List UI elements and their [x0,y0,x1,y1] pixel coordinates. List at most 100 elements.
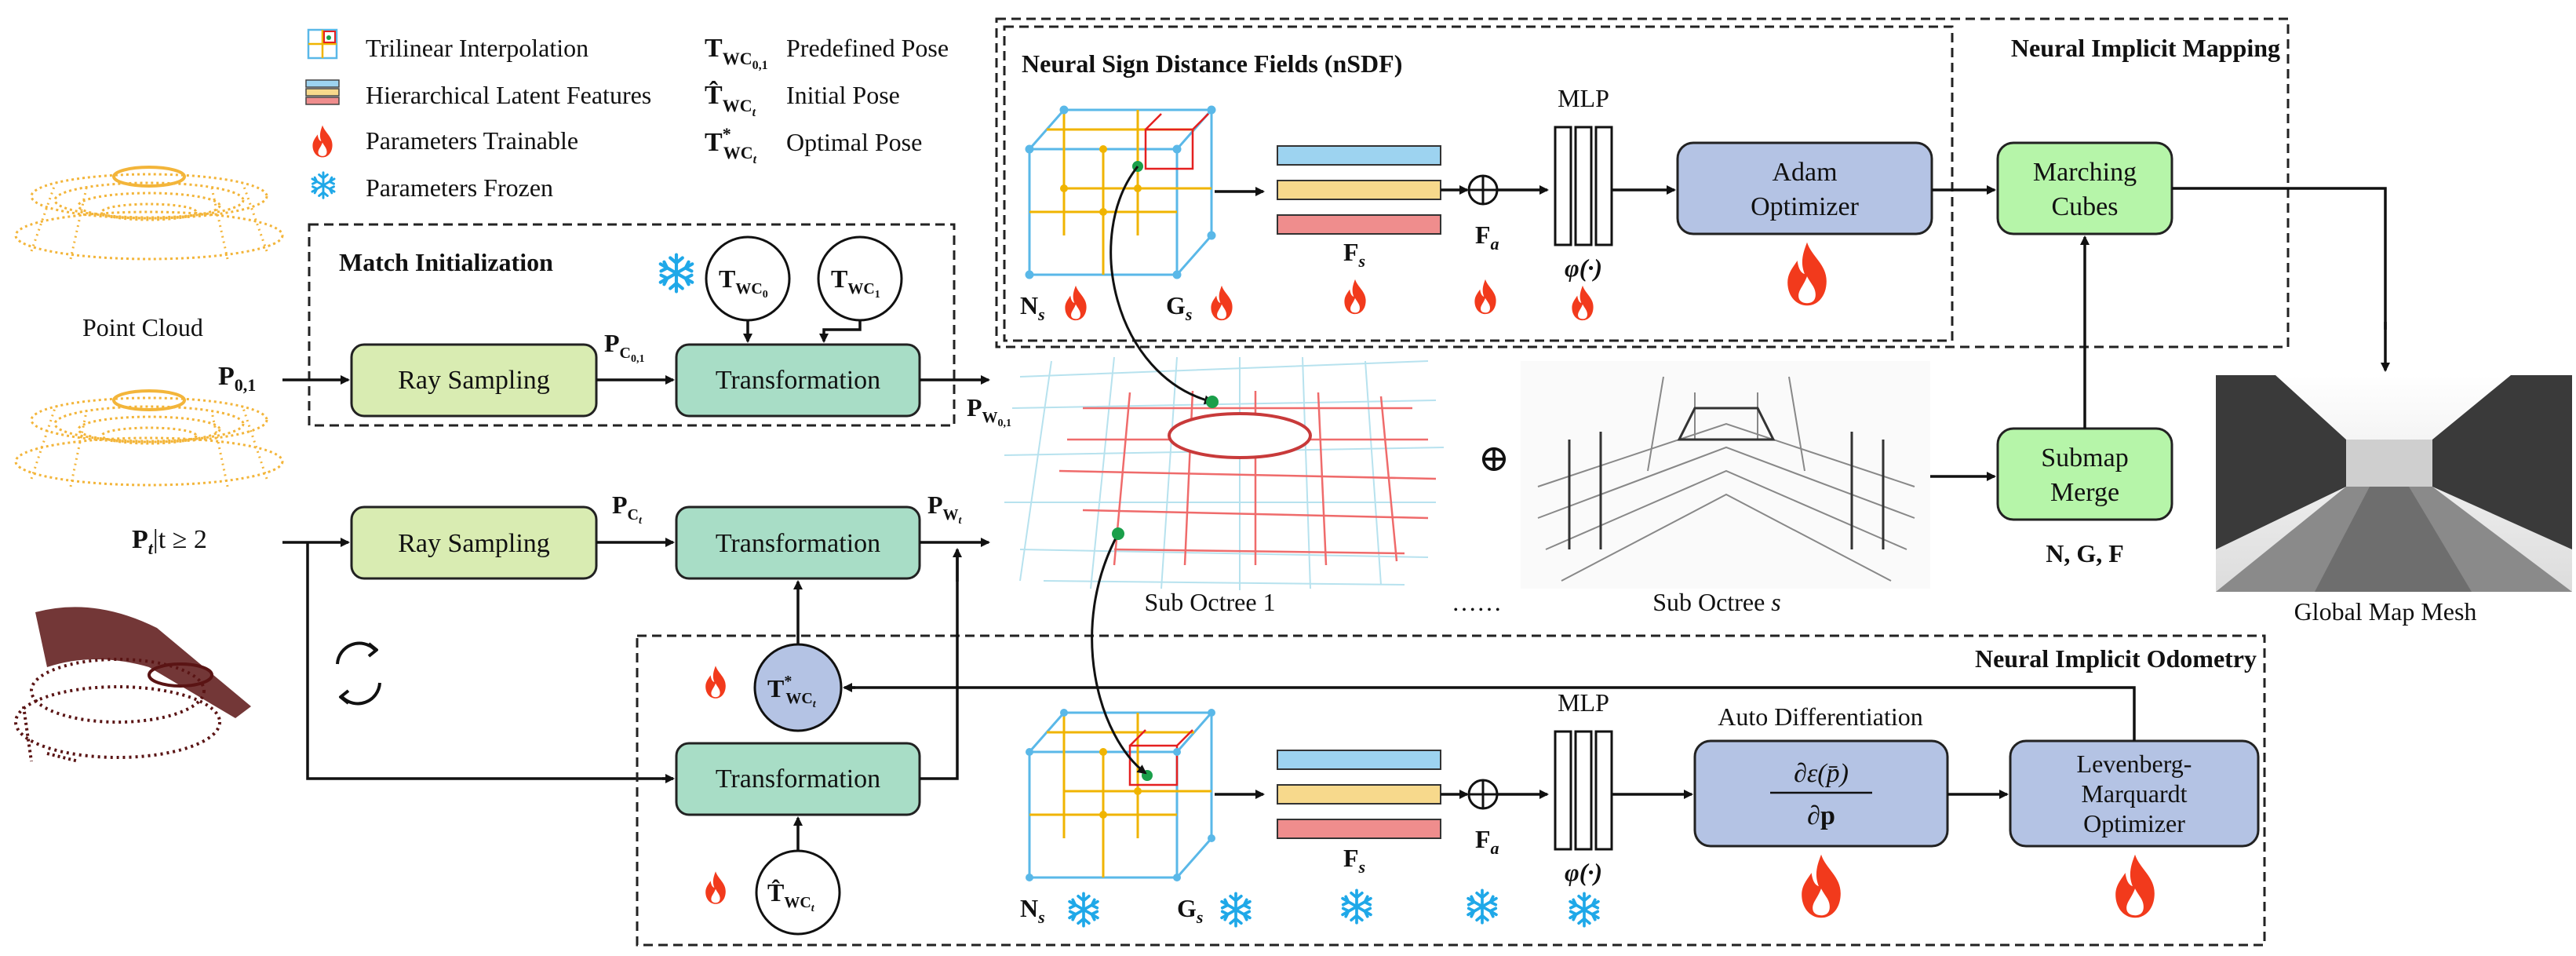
initial-pose-node [755,849,841,936]
legend-pose-initial: Initial Pose [786,81,900,109]
gs-label-odom: Gs [1177,894,1203,927]
nsdf-cube-odom [1026,709,1215,881]
pc01-label: PC0,1 [604,329,645,365]
fa-label-map: Fa [1475,221,1499,254]
sub-octree-1-label: Sub Octree 1 [1144,588,1275,616]
marching-cubes-line1: Marching [2033,158,2137,187]
ns-label-odom: Ns [1020,894,1045,927]
lm-line2: Marquardt [2081,779,2187,808]
cycle-icon [336,641,381,706]
global-map-mesh-image [2216,375,2572,592]
global-map-mesh-label: Global Map Mesh [2294,597,2477,626]
legend-frozen: Parameters Frozen [366,173,553,202]
octree-dots: …… [1452,588,1502,616]
mlp-label-map: MLP [1558,84,1609,112]
flame-icon [1344,279,1366,315]
hierarchical-features-icon [305,79,340,105]
odometry-panel [636,634,2266,947]
phi-label-odom: φ(·) [1565,858,1602,886]
flame-icon [1211,285,1233,321]
snowflake-icon [1467,888,1498,925]
gradient-numerator: ∂ε(p̄) [1794,759,1849,788]
legend-trainable: Parameters Trainable [366,126,578,155]
snowflake-icon [1341,888,1372,925]
twc1-label: TWC1 [831,265,880,301]
flame-icon [2115,854,2155,918]
sub-octree-s-label: Sub Octree s [1652,588,1781,616]
match-init-title: Match Initialization [339,248,553,276]
sub-octree-s-image [1521,361,1930,589]
oplus-icon: ⊕ [1478,438,1510,480]
scan-t-pointcloud [14,607,251,763]
p01-label: P0,1 [218,362,256,395]
mapping-panel [995,17,2290,348]
legend-trilinear: Trilinear Interpolation [366,34,588,62]
gradient-denominator: ∂p [1807,801,1835,830]
adam-optimizer-line2: Optimizer [1751,192,1860,221]
legend-pose-predefined-symbol: TWC0,1 [705,34,768,72]
ns-label-map: Ns [1020,291,1045,324]
nsdf-panel [1003,25,1954,342]
pw01-label: PW0,1 [967,393,1011,429]
nsdf-cube-map [1025,105,1216,279]
snowflake-icon [1569,892,1600,928]
fa-label-odom: Fa [1475,825,1499,858]
flame-icon [705,871,726,904]
ray-sampling-track-label: Ray Sampling [398,529,550,558]
mlp-map [1554,126,1613,246]
sub-octree-1-image [1004,356,1445,590]
phi-label-map: φ(·) [1565,254,1602,282]
submap-merge-line1: Submap [2041,443,2128,473]
nsdf-title: Neural Sign Distance Fields (nSDF) [1022,49,1402,78]
flame-icon [1572,285,1594,321]
hierarchical-features-map [1277,145,1441,235]
pt-label: Pt|t ≥ 2 [132,525,207,558]
mapping-title: Neural Implicit Mapping [2011,34,2280,62]
optimal-pose-label: T*WCt [767,673,817,710]
legend-pose-initial-symbol: T̂WCt [705,80,756,119]
fs-label-map: Fs [1343,238,1365,271]
snowflake-icon [1068,892,1099,928]
flame-icon [1787,242,1827,306]
legend: Trilinear Interpolation Hierarchical Lat… [305,28,949,202]
twc0-label: TWC0 [719,265,768,301]
match-init-panel [308,223,956,427]
submap-merge-line2: Merge [2050,478,2119,507]
transformation-track-label: Transformation [716,529,880,558]
transformation-init-label: Transformation [716,366,880,395]
flame-icon [1065,285,1087,321]
transformation-odom-label: Transformation [716,764,880,794]
lidar-scan-top [14,166,284,261]
hierarchical-features-odom [1277,750,1441,839]
lm-line1: Levenberg- [2077,750,2192,778]
pct-label: PCt [612,491,643,527]
pwt-label: PWt [927,491,963,527]
odometry-title: Neural Implicit Odometry [1975,644,2257,673]
snowflake-icon [1220,892,1252,928]
legend-pose-optimal-symbol: T*WCt [705,124,757,166]
lidar-scan-bottom [14,389,284,487]
mlp-odom [1554,730,1613,851]
auto-diff-label: Auto Differentiation [1718,702,1923,731]
snowflake-icon [661,255,693,292]
initial-pose-label: T̂WCt [767,878,815,914]
gs-label-map: Gs [1166,291,1192,324]
lm-line3: Optimizer [2083,809,2185,837]
fs-label-odom: Fs [1343,844,1365,877]
legend-pose-predefined: Predefined Pose [786,34,949,62]
adam-optimizer-line1: Adam [1772,158,1837,187]
legend-hierarchical: Hierarchical Latent Features [366,81,651,109]
flame-icon [1802,854,1841,918]
ray-sampling-init-label: Ray Sampling [398,366,550,395]
ngf-label: N, G, F [2046,539,2124,567]
trilinear-grid-icon [307,28,338,60]
flame-icon [1474,279,1496,315]
snowflake-icon [311,171,336,199]
point-cloud-label: Point Cloud [82,313,203,341]
marching-cubes-line2: Cubes [2052,192,2119,221]
flame-icon [312,125,333,158]
flame-icon [705,666,726,699]
optimal-pose-node [753,643,843,732]
legend-pose-optimal: Optimal Pose [786,128,922,156]
